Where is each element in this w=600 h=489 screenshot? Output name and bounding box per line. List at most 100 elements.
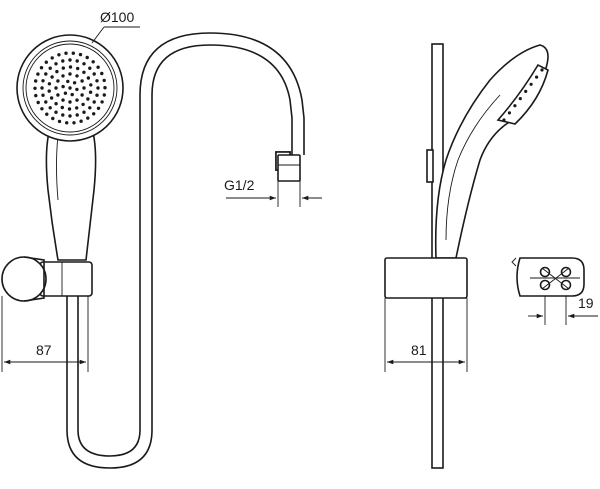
holder-detail: 19 — [511, 257, 598, 325]
spray-nozzle — [82, 70, 86, 75]
spray-nozzle — [82, 86, 86, 90]
spray-nozzle — [70, 92, 74, 97]
spray-nozzle — [66, 79, 70, 84]
front-view: Ø100 G1/2 87 — [1, 9, 322, 469]
hose — [66, 32, 305, 469]
spray-nozzle — [41, 79, 45, 83]
spray-nozzle — [76, 66, 80, 71]
spray-nozzle — [61, 84, 65, 89]
side-spray-nozzle — [540, 68, 544, 72]
spray-nozzle — [48, 66, 52, 70]
spray-nozzle — [86, 97, 90, 101]
spray-nozzle — [54, 62, 58, 66]
spray-nozzle — [61, 98, 65, 102]
spray-nozzle — [79, 119, 83, 123]
spray-nozzle — [60, 105, 64, 110]
side-projection-label: 81 — [411, 342, 427, 358]
spray-nozzle — [57, 53, 61, 57]
spray-nozzle — [96, 86, 100, 90]
spray-nozzle — [68, 65, 73, 69]
front-projection-label: 87 — [36, 342, 52, 358]
spray-nozzle — [68, 72, 72, 76]
spray-nozzle — [39, 66, 44, 70]
spray-nozzle — [68, 58, 72, 62]
dimension-head-diameter: Ø100 — [91, 9, 140, 44]
spray-nozzle — [54, 102, 58, 106]
spray-nozzle — [102, 93, 107, 97]
dimension-holder-width: 19 — [528, 295, 598, 325]
spray-nozzle — [33, 86, 37, 91]
spray-nozzle — [78, 52, 83, 57]
side-spray-nozzle — [524, 89, 528, 93]
spray-nozzle — [100, 100, 104, 104]
dimension-side-projection: 81 — [384, 298, 468, 372]
spray-nozzle — [75, 106, 79, 110]
spray-nozzle — [85, 55, 89, 60]
spray-nozzle — [34, 79, 38, 83]
side-spray-nozzle — [518, 97, 522, 101]
side-spray-nozzle — [507, 111, 511, 115]
spray-nozzle — [47, 89, 51, 93]
spray-nozzle — [92, 72, 96, 76]
spray-nozzle — [36, 72, 40, 76]
spray-nozzle — [55, 69, 59, 74]
head-diameter-label: Ø100 — [100, 9, 134, 25]
spray-nozzle — [103, 86, 107, 90]
spray-nozzle — [75, 74, 79, 78]
spray-nozzle — [56, 93, 60, 97]
spray-nozzle — [51, 116, 55, 121]
side-view: 81 — [384, 43, 549, 469]
spray-nozzle — [75, 113, 79, 117]
spray-nozzle — [95, 79, 99, 83]
spray-nozzle — [68, 114, 72, 118]
spray-nozzle — [75, 59, 79, 63]
spray-nozzle — [72, 81, 77, 85]
hose-thread-label: G1/2 — [224, 177, 255, 193]
spray-nozzle — [88, 90, 93, 94]
spray-nozzle — [44, 100, 48, 104]
spray-nozzle — [71, 51, 76, 55]
spray-nozzle — [68, 100, 72, 104]
spray-nozzle — [61, 59, 65, 63]
spray-nozzle — [54, 86, 58, 90]
spray-nozzle — [72, 121, 76, 125]
spray-nozzle — [88, 66, 92, 70]
spray-nozzle — [67, 107, 72, 111]
spray-nozzle — [88, 106, 92, 110]
spray-nozzle — [100, 71, 104, 76]
spray-nozzle — [56, 79, 60, 83]
side-spray-nozzles — [502, 68, 544, 122]
spray-nozzle — [96, 106, 101, 111]
spray-nozzle — [80, 79, 84, 83]
spray-nozzle — [40, 86, 44, 90]
spray-nozzle — [89, 83, 93, 87]
spray-nozzle — [50, 75, 54, 79]
spray-nozzle — [44, 60, 48, 64]
spray-nozzle — [63, 91, 68, 95]
side-spray-nozzle — [535, 75, 539, 79]
side-spray-nozzle — [513, 104, 517, 108]
spray-nozzle — [86, 116, 90, 120]
spray-nozzle — [41, 93, 45, 97]
spray-nozzle — [80, 93, 84, 97]
side-spray-nozzle — [529, 82, 533, 86]
spray-nozzle — [61, 74, 65, 78]
spray-nozzle — [81, 102, 85, 107]
spray-nozzle — [57, 119, 62, 124]
spray-nozzle — [47, 82, 52, 86]
handset-side — [434, 44, 549, 259]
spray-nozzle — [68, 86, 72, 90]
spray-nozzle — [86, 76, 91, 80]
spray-nozzle — [92, 112, 96, 116]
spray-nozzle — [34, 93, 38, 98]
dimension-front-projection: 87 — [1, 296, 89, 372]
wall-holder — [1, 256, 93, 302]
spray-nozzle — [45, 112, 49, 116]
spray-nozzle — [49, 96, 54, 100]
spray-nozzle — [54, 110, 58, 114]
spray-nozzle — [91, 60, 95, 64]
spray-nozzle — [36, 100, 40, 105]
shower-head — [16, 34, 124, 142]
spray-nozzle — [48, 106, 52, 110]
